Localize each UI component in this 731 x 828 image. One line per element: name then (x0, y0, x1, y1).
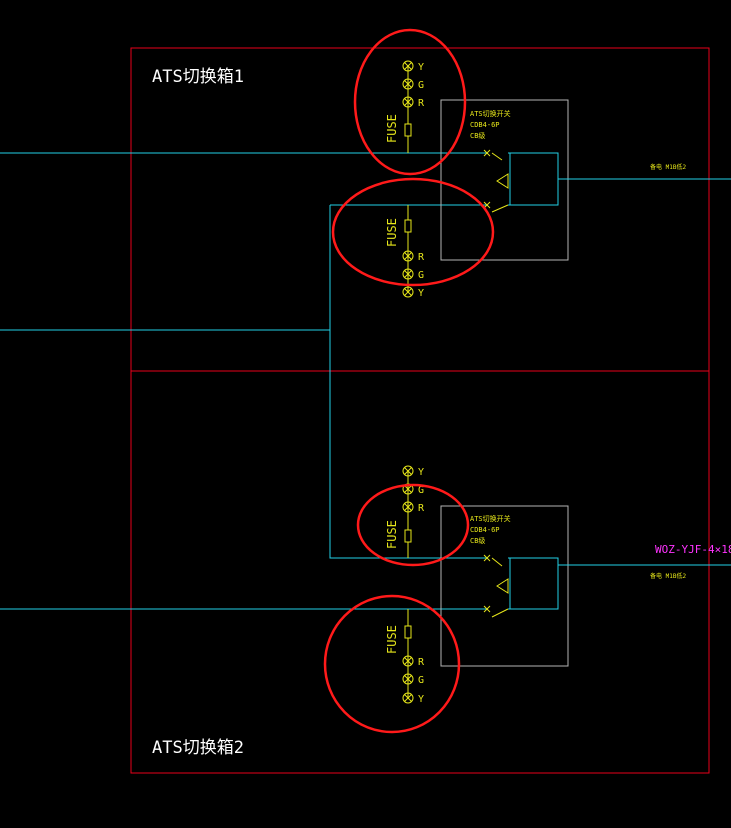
lamp-label: G (418, 485, 424, 496)
highlight-circle (331, 177, 495, 287)
lamp-label: G (418, 80, 424, 91)
lamp-label: G (418, 270, 424, 281)
lamp-label: Y (418, 467, 424, 478)
lamp-label: Y (418, 62, 424, 73)
ats-box-1 (440, 99, 569, 261)
lamp-label: Y (418, 694, 424, 705)
highlight-circle (353, 28, 467, 176)
output-label-2: 备电 M1B低2 (650, 572, 686, 580)
fuse-icon (404, 625, 412, 639)
fuse-icon (404, 219, 412, 233)
contact-x-mark (483, 554, 491, 562)
panel-frame-1 (130, 47, 710, 372)
panel-title-2: ATS切换箱2 (152, 738, 244, 758)
switch-blade (491, 204, 509, 213)
lamp-label: R (418, 657, 425, 668)
fuse-icon (404, 529, 412, 543)
lamp-label: R (418, 503, 425, 514)
lamp-label: R (418, 98, 425, 109)
ats-label-1-line3: CB级 (470, 131, 485, 140)
highlight-circle (356, 483, 470, 567)
ats-label-1-line1: ATS切换开关 (470, 109, 511, 118)
lamp-label: R (418, 252, 425, 263)
ats-label-2-line1: ATS切换开关 (470, 514, 511, 523)
output-label-1: 备电 M1B低2 (650, 163, 686, 171)
ats-triangle-2 (496, 578, 509, 594)
switch-blade (491, 557, 503, 567)
fuse-label: FUSE (385, 218, 399, 247)
switch-blade (491, 152, 503, 161)
fuse-label: FUSE (385, 625, 399, 654)
ats-triangle-1 (496, 173, 509, 189)
contact-x-mark (483, 605, 491, 613)
ats-label-2-line2: CDB4-6P (470, 526, 500, 534)
cable-label-2: WOZ-YJF-4×185 (655, 543, 731, 556)
ats-label-1-line2: CDB4-6P (470, 121, 500, 129)
highlight-circle (323, 594, 461, 734)
lamp-label: G (418, 675, 424, 686)
ats-label-2-line3: CB级 (470, 536, 485, 545)
lamp-label: Y (418, 288, 424, 299)
fuse-label: FUSE (385, 114, 399, 143)
panel-frame-2 (130, 370, 710, 774)
ats-internal-wire-1 (508, 152, 559, 206)
ats-internal-wire-2 (508, 557, 559, 610)
ats-box-2 (440, 505, 569, 667)
bus-vertical-wire (329, 205, 488, 559)
contact-x-mark (483, 149, 491, 157)
panel-title-1: ATS切换箱1 (152, 67, 244, 87)
fuse-label: FUSE (385, 520, 399, 549)
fuse-icon (404, 123, 412, 137)
switch-blade (491, 608, 509, 618)
